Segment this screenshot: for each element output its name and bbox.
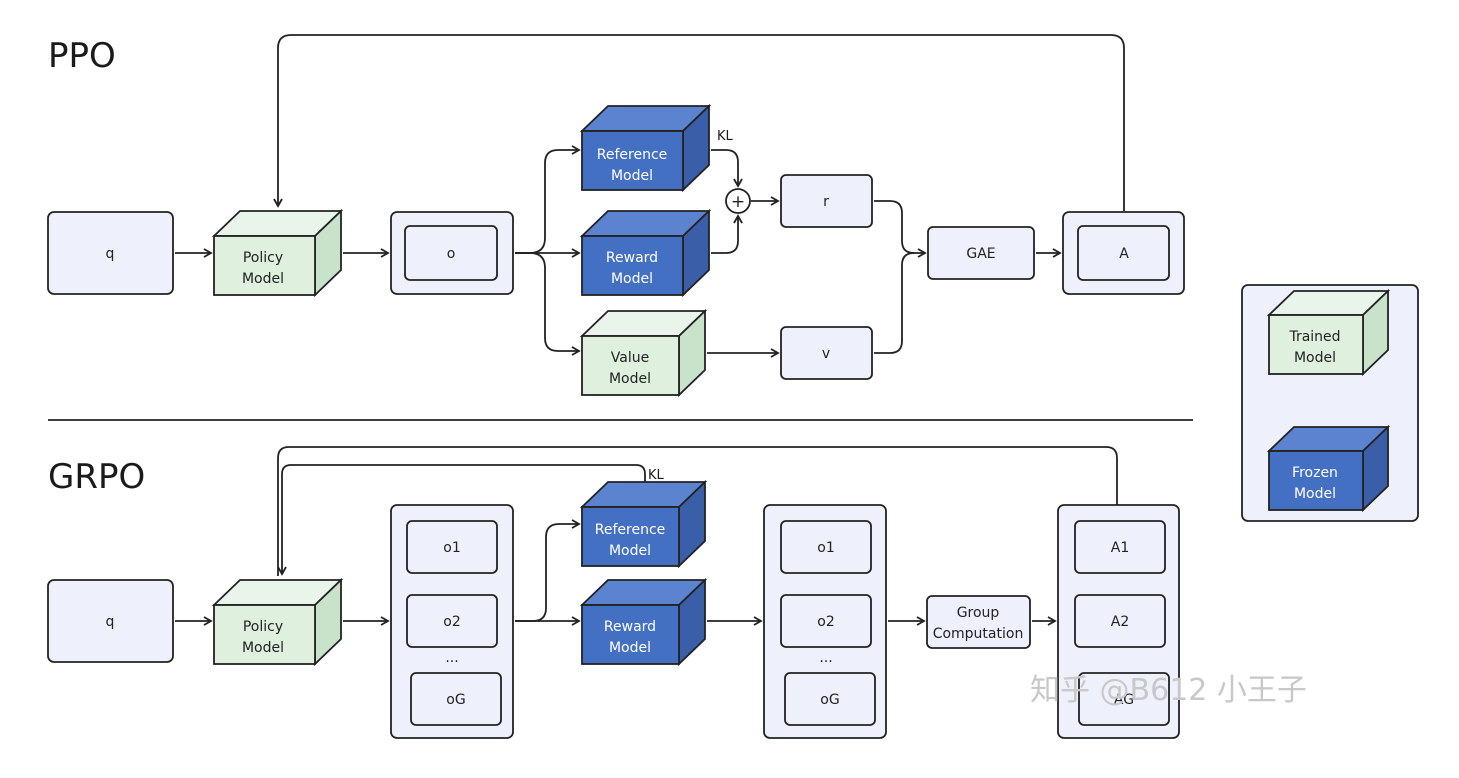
grpo-arrow-outputs-reference [515, 519, 581, 622]
ppo-policy-model: Policy Model [211, 208, 344, 298]
grpo-rewards-group: o1 o2 ... oG [763, 504, 887, 739]
grpo-reference-line1: Reference [595, 522, 666, 538]
ppo-reference-model: Reference Model [579, 103, 712, 193]
grpo-output-1: o1 [443, 540, 460, 556]
grpo-q-box: q [47, 579, 174, 663]
grpo-outputs-group: o1 o2 ... oG [390, 504, 514, 739]
grpo-policy-line2: Model [242, 640, 284, 656]
grpo-kl-label: KL [648, 468, 665, 483]
ppo-value-model: Value Model [579, 308, 708, 398]
grpo-advantages-group: A1 A2 AG [1057, 504, 1180, 739]
ppo-v-label: v [822, 346, 830, 362]
legend-panel: Trained Model Frozen Model [1241, 284, 1419, 522]
watermark-text: 知乎 @B612 小王子 [1030, 673, 1307, 708]
ppo-gae-label: GAE [966, 246, 995, 262]
group-computation-line2: Computation [933, 626, 1024, 642]
ppo-a-box: A [1062, 211, 1185, 295]
grpo-group-computation-box: Group Computation [926, 595, 1031, 649]
ppo-kl-label: KL [717, 129, 734, 144]
ppo-title: PPO [48, 36, 116, 76]
legend-frozen-line1: Frozen [1292, 465, 1338, 481]
grpo-feedback-arrow [277, 446, 1118, 576]
grpo-output-ellipsis: ... [445, 650, 458, 666]
grpo-advantage-g: AG [1114, 692, 1134, 708]
ppo-reference-line2: Model [611, 168, 653, 184]
grpo-output-2: o2 [443, 614, 460, 630]
ppo-value-line2: Model [609, 371, 651, 387]
grpo-policy-line1: Policy [243, 619, 283, 635]
ppo-arrow-reward-plus [711, 214, 743, 254]
ppo-plus-node: + [725, 188, 751, 214]
ppo-arrow-kl-plus [711, 149, 743, 188]
ppo-policy-line1: Policy [243, 250, 283, 266]
ppo-q-label: q [106, 246, 115, 262]
ppo-o-box: o [390, 211, 514, 295]
grpo-output-g: oG [446, 692, 465, 708]
ppo-feedback-arrow [273, 34, 1125, 211]
plus-sign: + [731, 192, 745, 212]
grpo-reward-value-g: oG [820, 692, 839, 708]
ppo-reference-line1: Reference [597, 147, 668, 163]
ppo-arrow-o-reference [515, 145, 581, 254]
legend-trained-line2: Model [1294, 350, 1336, 366]
ppo-reward-line2: Model [611, 271, 653, 287]
grpo-reward-value-2: o2 [817, 614, 834, 630]
ppo-v-box: v [780, 326, 873, 380]
ppo-value-line1: Value [611, 350, 649, 366]
grpo-reward-line1: Reward [604, 619, 656, 635]
grpo-kl-arrow [277, 464, 646, 576]
grpo-advantage-1: A1 [1111, 540, 1129, 556]
ppo-arrow-v-gae [874, 252, 915, 354]
grpo-reward-line2: Model [609, 640, 651, 656]
grpo-reward-ellipsis: ... [819, 650, 832, 666]
grpo-advantage-2: A2 [1111, 614, 1129, 630]
ppo-q-box: q [47, 211, 174, 295]
grpo-reward-model: Reward Model [579, 577, 708, 667]
grpo-policy-model: Policy Model [211, 577, 344, 667]
ppo-o-label: o [447, 246, 456, 262]
ppo-arrow-r-gae [874, 200, 927, 258]
ppo-a-label: A [1119, 246, 1129, 262]
ppo-arrow-o-value [515, 252, 581, 356]
ppo-policy-line2: Model [242, 271, 284, 287]
grpo-reference-model: Reference Model [579, 479, 708, 569]
group-computation-line1: Group [957, 605, 1000, 621]
grpo-reference-line2: Model [609, 543, 651, 559]
ppo-r-label: r [823, 194, 829, 210]
grpo-q-label: q [106, 614, 115, 630]
ppo-r-box: r [780, 174, 873, 228]
legend-trained-line1: Trained [1288, 329, 1340, 345]
grpo-title: GRPO [48, 457, 145, 497]
ppo-gae-box: GAE [927, 226, 1035, 280]
ppo-reward-line1: Reward [606, 250, 658, 266]
grpo-reward-value-1: o1 [817, 540, 834, 556]
ppo-reward-model: Reward Model [579, 208, 712, 298]
legend-frozen-line2: Model [1294, 486, 1336, 502]
